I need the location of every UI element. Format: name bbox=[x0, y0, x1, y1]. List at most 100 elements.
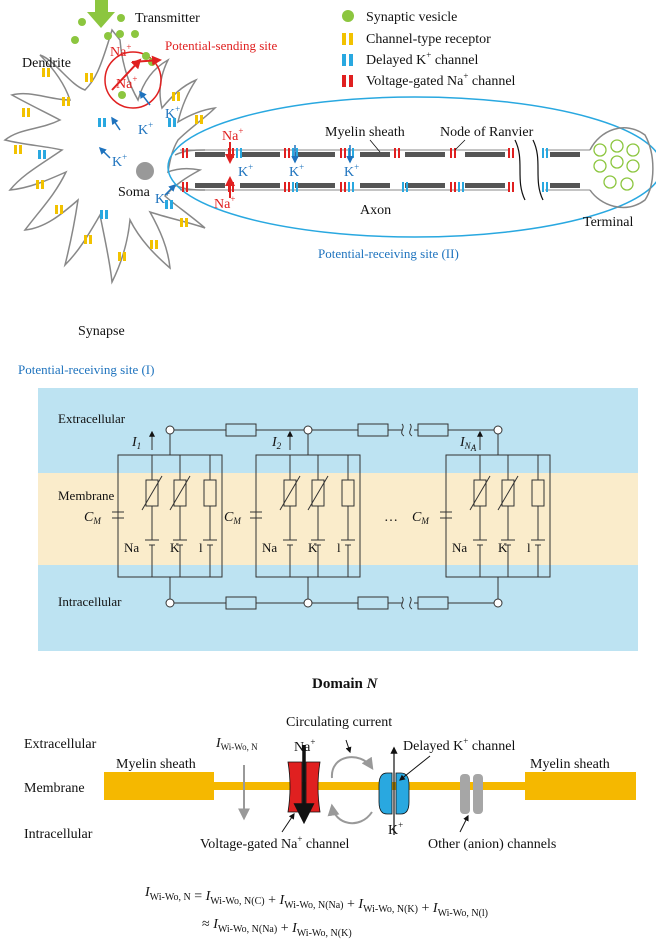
other-channels-label: Other (anion) channels bbox=[428, 837, 556, 852]
k-branch-label: K bbox=[170, 540, 180, 555]
membrane-label: Membrane bbox=[58, 488, 115, 503]
cell-frame bbox=[117, 454, 223, 578]
na-ion-label: Na+ bbox=[116, 74, 137, 92]
equation-subscript: Wi-Wo, N(K) bbox=[363, 904, 418, 915]
terminal-vesicles bbox=[593, 139, 640, 191]
axon bbox=[180, 139, 590, 201]
potential-receiving-site-i-label: Potential-receiving site (I) bbox=[18, 362, 154, 377]
cell-n-labels: Na K l bbox=[452, 540, 531, 555]
equation-operator: + bbox=[418, 901, 433, 916]
equation-term: I bbox=[144, 885, 151, 900]
na-ion-label-c: Na+ bbox=[294, 737, 315, 755]
leak-branch-label: l bbox=[199, 540, 203, 555]
myelin-sheath-left-label: Myelin sheath bbox=[116, 757, 196, 772]
legend-receptor-label: Channel-type receptor bbox=[366, 32, 491, 47]
voltage-gated-na-channel-label: Voltage-gated Na+ channel bbox=[200, 834, 350, 852]
circulating-current-arc bbox=[330, 756, 374, 779]
k-branch-label: K bbox=[308, 540, 318, 555]
leak-branch-label: l bbox=[337, 540, 341, 555]
equation-operator: + bbox=[265, 893, 280, 908]
na-ion-label: Na+ bbox=[110, 42, 131, 60]
k-ion-label: K+ bbox=[344, 162, 359, 180]
equation-term: I bbox=[291, 921, 298, 936]
terminal-label: Terminal bbox=[583, 215, 633, 230]
equation-operator: = bbox=[191, 889, 206, 904]
other-anion-channel bbox=[460, 774, 483, 814]
myelin-segments bbox=[195, 152, 580, 188]
axon-terminal bbox=[589, 127, 654, 209]
legend-vesicle-label: Synaptic vesicle bbox=[366, 10, 457, 25]
intracellular-band bbox=[38, 565, 638, 651]
equation-term: I bbox=[205, 889, 212, 904]
capacitance-label-1: CM bbox=[84, 510, 101, 526]
potential-receiving-site-ii-label: Potential-receiving site (II) bbox=[318, 246, 459, 261]
leak-branch-label: l bbox=[527, 540, 531, 555]
equation-operator: ≈ bbox=[202, 917, 213, 932]
capacitance-label-2: CM bbox=[224, 510, 241, 526]
equation-term: I bbox=[357, 897, 364, 912]
k-ion-label: K+ bbox=[155, 189, 170, 207]
k-channel-icon bbox=[342, 54, 353, 66]
k-branch-label: K bbox=[498, 540, 508, 555]
soma-label: Soma bbox=[118, 185, 151, 200]
current-equation: IWi-Wo, N = IWi-Wo, N(C) + IWi-Wo, N(Na)… bbox=[144, 885, 488, 939]
current-i1-label: I1 bbox=[131, 435, 141, 451]
intracellular-label: Intracellular bbox=[58, 594, 122, 609]
variable-resistor-arrow bbox=[279, 475, 301, 511]
variable-resistor-arrow bbox=[141, 475, 163, 511]
equation-term: I bbox=[432, 901, 439, 916]
equation-line-2: ≈ IWi-Wo, N(Na) + IWi-Wo, N(K) bbox=[202, 917, 352, 939]
k-ion-label: K+ bbox=[165, 104, 180, 122]
legend: Synaptic vesicle Channel-type receptor D… bbox=[342, 10, 516, 89]
equation-operator: + bbox=[344, 897, 359, 912]
intracellular-label-c: Intracellular bbox=[24, 827, 93, 842]
equation-line-1: IWi-Wo, N = IWi-Wo, N(C) + IWi-Wo, N(Na)… bbox=[144, 885, 488, 919]
domain-panel: Extracellular Membrane Intracellular Mye… bbox=[24, 715, 636, 852]
legend-k-channel-label: Delayed K+ channel bbox=[366, 50, 478, 68]
equation-subscript: Wi-Wo, N(l) bbox=[438, 908, 488, 919]
extracellular-label-c: Extracellular bbox=[24, 737, 97, 752]
equation-term: I bbox=[212, 917, 219, 932]
membrane-unit-cells bbox=[112, 454, 551, 578]
membrane-unit-cell bbox=[440, 454, 551, 578]
potential-sending-site-circle bbox=[104, 51, 162, 109]
capacitance-label-n: CM bbox=[412, 510, 429, 526]
cell-1-labels: Na K l bbox=[124, 540, 203, 555]
extracellular-label: Extracellular bbox=[58, 411, 126, 426]
na-ion-label: Na+ bbox=[222, 126, 243, 144]
domain-n-title: Domain N bbox=[312, 676, 379, 692]
delayed-k-channel-label: Delayed K+ channel bbox=[403, 736, 515, 754]
variable-resistor-arrow bbox=[169, 475, 191, 511]
voltage-gated-na-channel bbox=[287, 761, 321, 813]
k-ion-label: K+ bbox=[238, 162, 253, 180]
delayed-k-channel bbox=[378, 772, 410, 815]
current-i2-label: I2 bbox=[271, 435, 282, 451]
na-branch-label: Na bbox=[452, 540, 467, 555]
vesicle-icon bbox=[342, 10, 354, 22]
channel-type-receptors bbox=[14, 68, 203, 261]
membrane-label-c: Membrane bbox=[24, 781, 85, 796]
cell-frame bbox=[255, 454, 361, 578]
soma-body bbox=[136, 162, 154, 180]
equation-subscript: Wi-Wo, N(K) bbox=[297, 928, 352, 939]
circuit-panel: Extracellular Membrane Intracellular I1 bbox=[38, 388, 638, 651]
voltage-gated-na-channels-axon bbox=[182, 148, 514, 192]
cell-2-labels: Na K l bbox=[262, 540, 341, 555]
membrane-unit-cell bbox=[250, 454, 361, 578]
receptor-icon bbox=[342, 33, 353, 45]
k-ion-label: K+ bbox=[112, 152, 127, 170]
myelin-sheath-right-label: Myelin sheath bbox=[530, 757, 610, 772]
variable-resistor-arrow bbox=[469, 475, 491, 511]
na-channel-icon bbox=[342, 75, 353, 87]
membrane-strip bbox=[214, 782, 525, 790]
node-of-ranvier-label: Node of Ranvier bbox=[440, 125, 534, 140]
equation-subscript: Wi-Wo, N bbox=[150, 892, 191, 903]
current-in-label: INA bbox=[459, 435, 477, 453]
equation-subscript: Wi-Wo, N(C) bbox=[210, 896, 264, 907]
delayed-k-channels-axon bbox=[236, 148, 548, 192]
na-ion-label: Na+ bbox=[214, 194, 235, 212]
equation-operator: + bbox=[277, 921, 292, 936]
potential-receiving-site-ii-ellipse bbox=[167, 96, 656, 238]
dendrite-label: Dendrite bbox=[22, 56, 71, 71]
